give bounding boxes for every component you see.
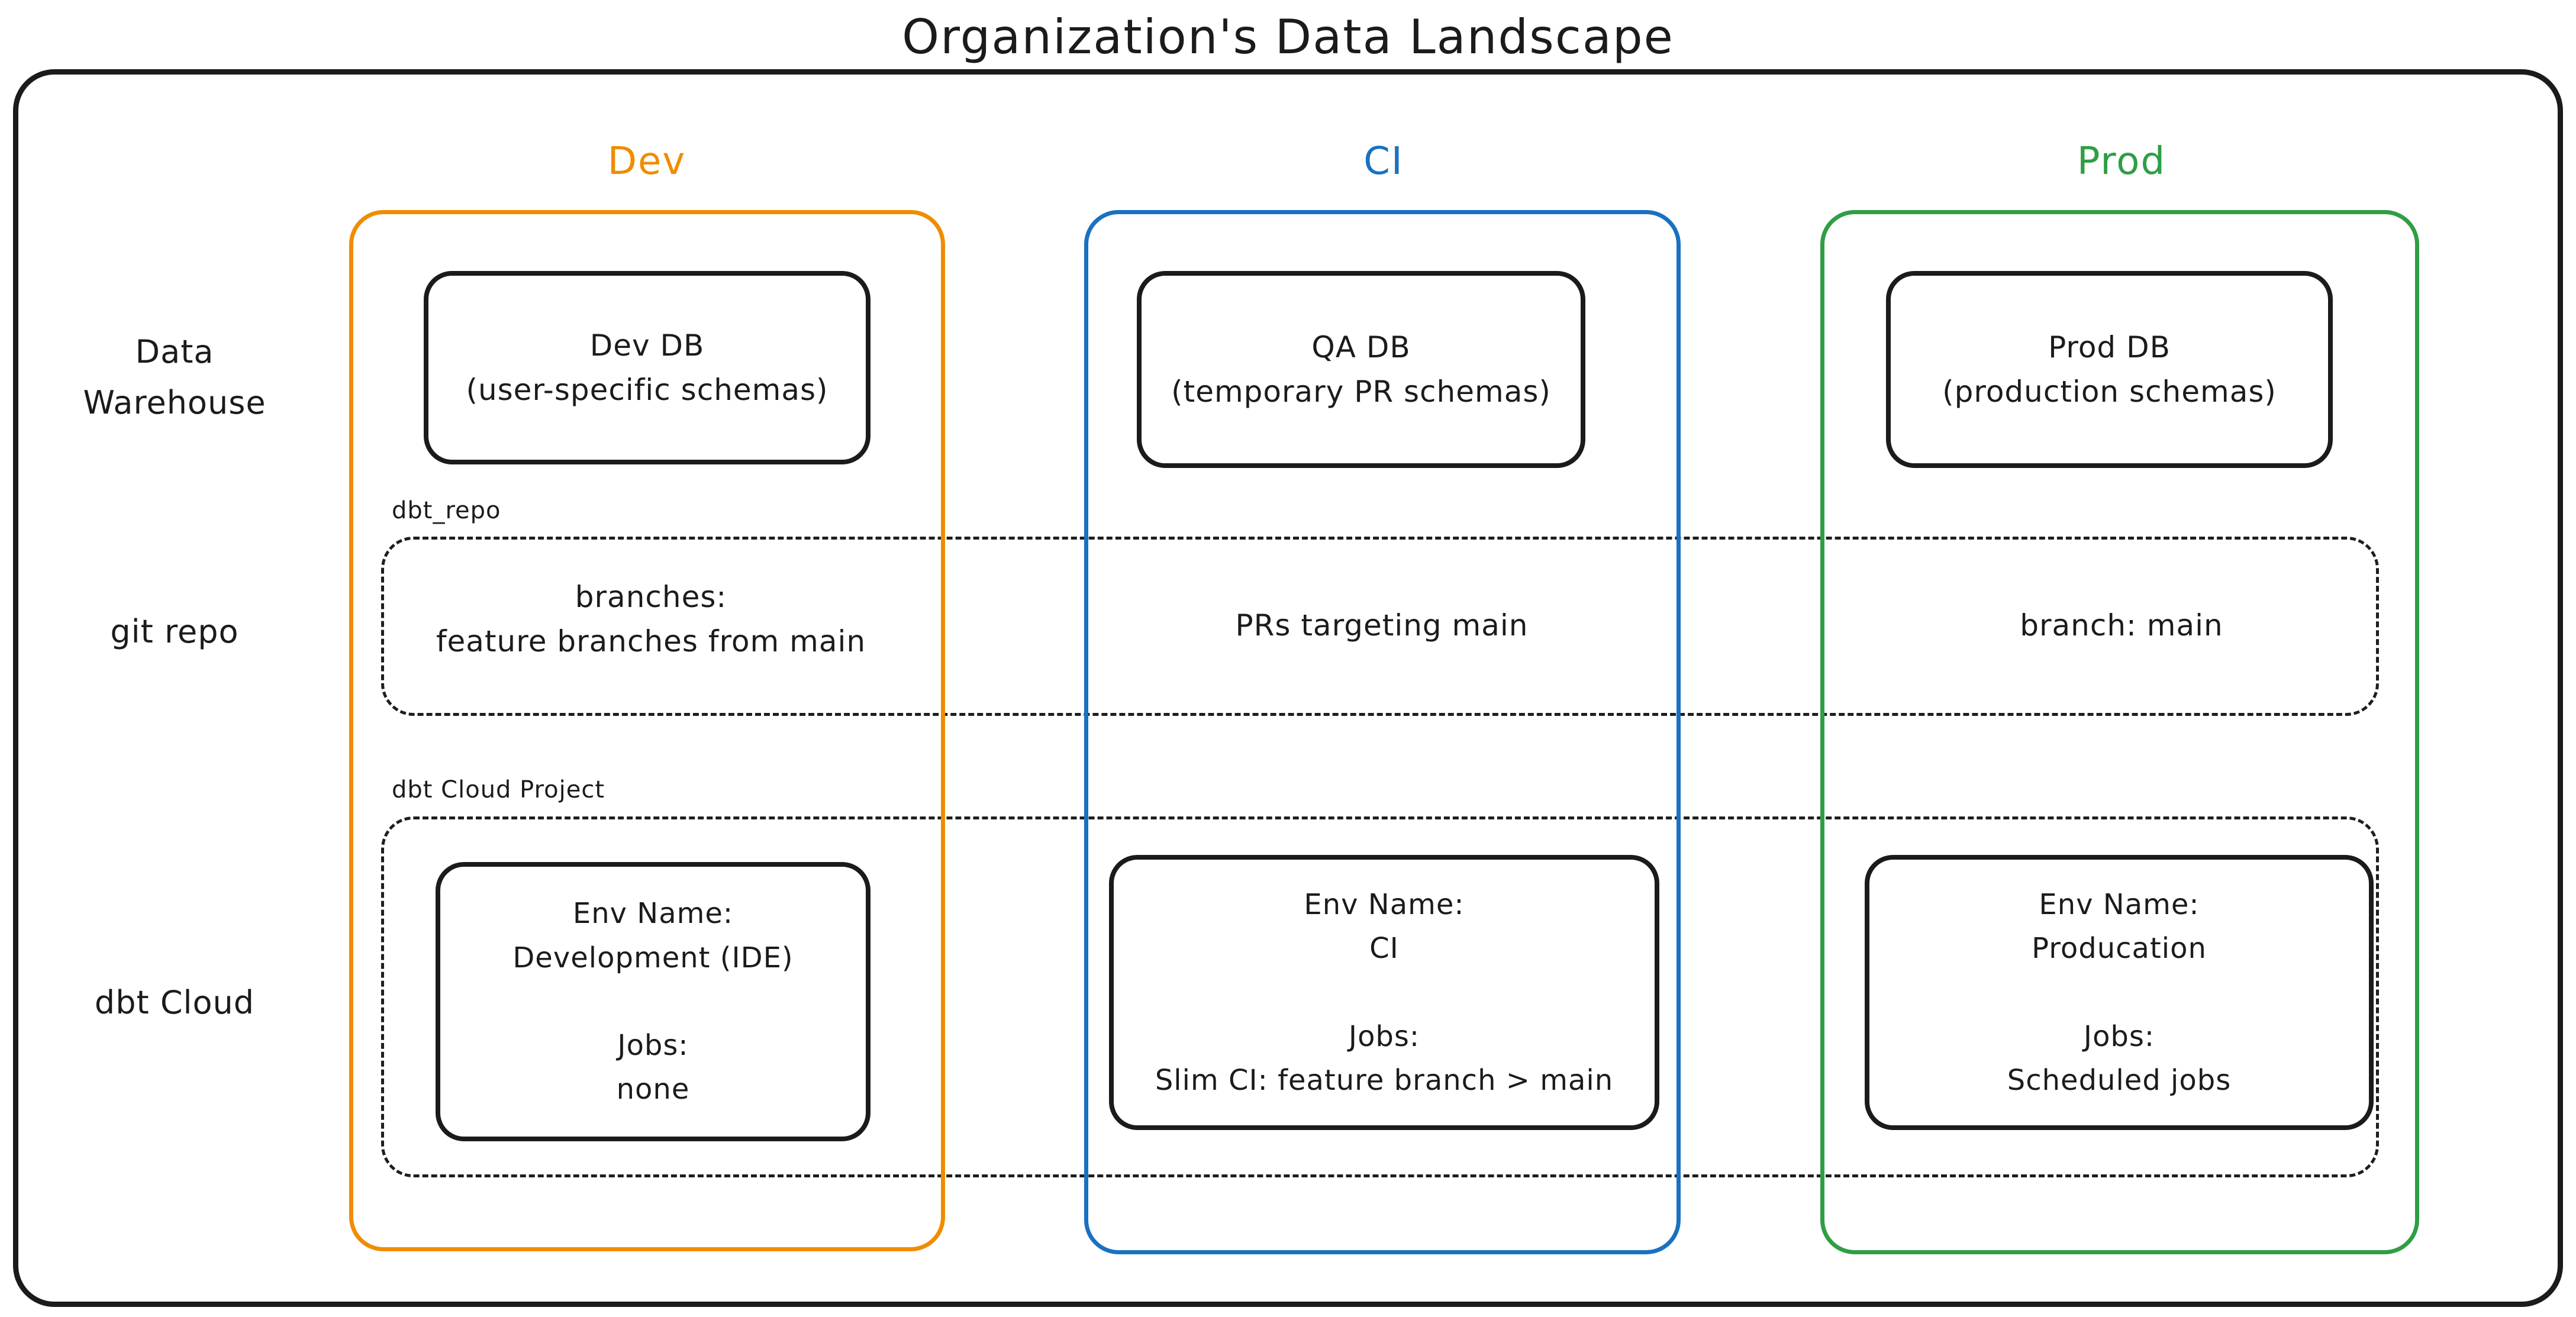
ci-env-name-label: Env Name: — [1304, 887, 1465, 921]
prod-env-name-value: Producation — [2032, 932, 2207, 966]
ci-column-box — [1084, 210, 1681, 1254]
ci-column-header: CI — [1363, 140, 1404, 183]
dev-env-name-value: Development (IDE) — [512, 941, 794, 974]
ci-jobs-label: Jobs: — [1348, 1019, 1420, 1053]
prod-column-header: Prod — [2077, 140, 2166, 183]
spacer — [1114, 971, 1655, 1015]
warehouse-row-label: Data Warehouse — [44, 327, 305, 429]
ci-env-name-value: CI — [1369, 932, 1399, 966]
dev-column-box — [349, 210, 945, 1251]
spacer — [440, 980, 866, 1024]
prod-column-box — [1820, 210, 2419, 1254]
dev-jobs-label: Jobs: — [617, 1029, 689, 1062]
qa-db-box: QA DB (temporary PR schemas) — [1137, 271, 1585, 468]
spacer — [1869, 971, 2369, 1015]
prod-env-name-label: Env Name: — [2039, 887, 2200, 921]
qa-db-detail: (temporary PR schemas) — [1171, 374, 1551, 409]
prod-db-name: Prod DB — [2048, 330, 2171, 364]
dev-jobs-value: none — [616, 1073, 690, 1106]
page-title: Organization's Data Landscape — [902, 9, 1674, 64]
prod-jobs-value: Scheduled jobs — [2007, 1063, 2232, 1097]
dev-db-detail: (user-specific schemas) — [466, 372, 828, 407]
dev-env-name-label: Env Name: — [572, 897, 734, 931]
dev-repo-text-line2: feature branches from main — [436, 624, 866, 658]
dev-repo-text-line1: branches: — [575, 580, 727, 614]
prod-environment-box: Env Name: Producation Jobs: Scheduled jo… — [1865, 855, 2374, 1130]
dev-column-header: Dev — [607, 140, 686, 183]
ci-environment-box: Env Name: CI Jobs: Slim CI: feature bran… — [1109, 855, 1659, 1130]
warehouse-row-label-line1: Data — [135, 333, 214, 370]
dev-db-name: Dev DB — [589, 328, 705, 363]
dev-db-box: Dev DB (user-specific schemas) — [424, 271, 871, 464]
prod-db-box: Prod DB (production schemas) — [1886, 271, 2333, 468]
prod-repo-text: branch: main — [2020, 608, 2223, 643]
prod-db-detail: (production schemas) — [1942, 374, 2277, 409]
ci-jobs-value: Slim CI: feature branch > main — [1155, 1063, 1614, 1097]
dev-environment-box: Env Name: Development (IDE) Jobs: none — [436, 862, 871, 1141]
qa-db-name: QA DB — [1311, 330, 1411, 364]
landscape-container — [13, 69, 2563, 1307]
dbt-repo-band — [381, 537, 2379, 716]
dbt-cloud-project-band — [381, 816, 2379, 1177]
dev-repo-text: branches: feature branches from main — [408, 575, 894, 664]
git-repo-row-label: git repo — [110, 613, 239, 650]
dbt-repo-band-label: dbt_repo — [392, 497, 501, 524]
dbt-cloud-row-label: dbt Cloud — [94, 984, 255, 1021]
prod-jobs-label: Jobs: — [2083, 1019, 2155, 1053]
dbt-cloud-project-band-label: dbt Cloud Project — [392, 776, 605, 803]
ci-repo-text: PRs targeting main — [1235, 608, 1529, 643]
warehouse-row-label-line2: Warehouse — [83, 384, 266, 422]
